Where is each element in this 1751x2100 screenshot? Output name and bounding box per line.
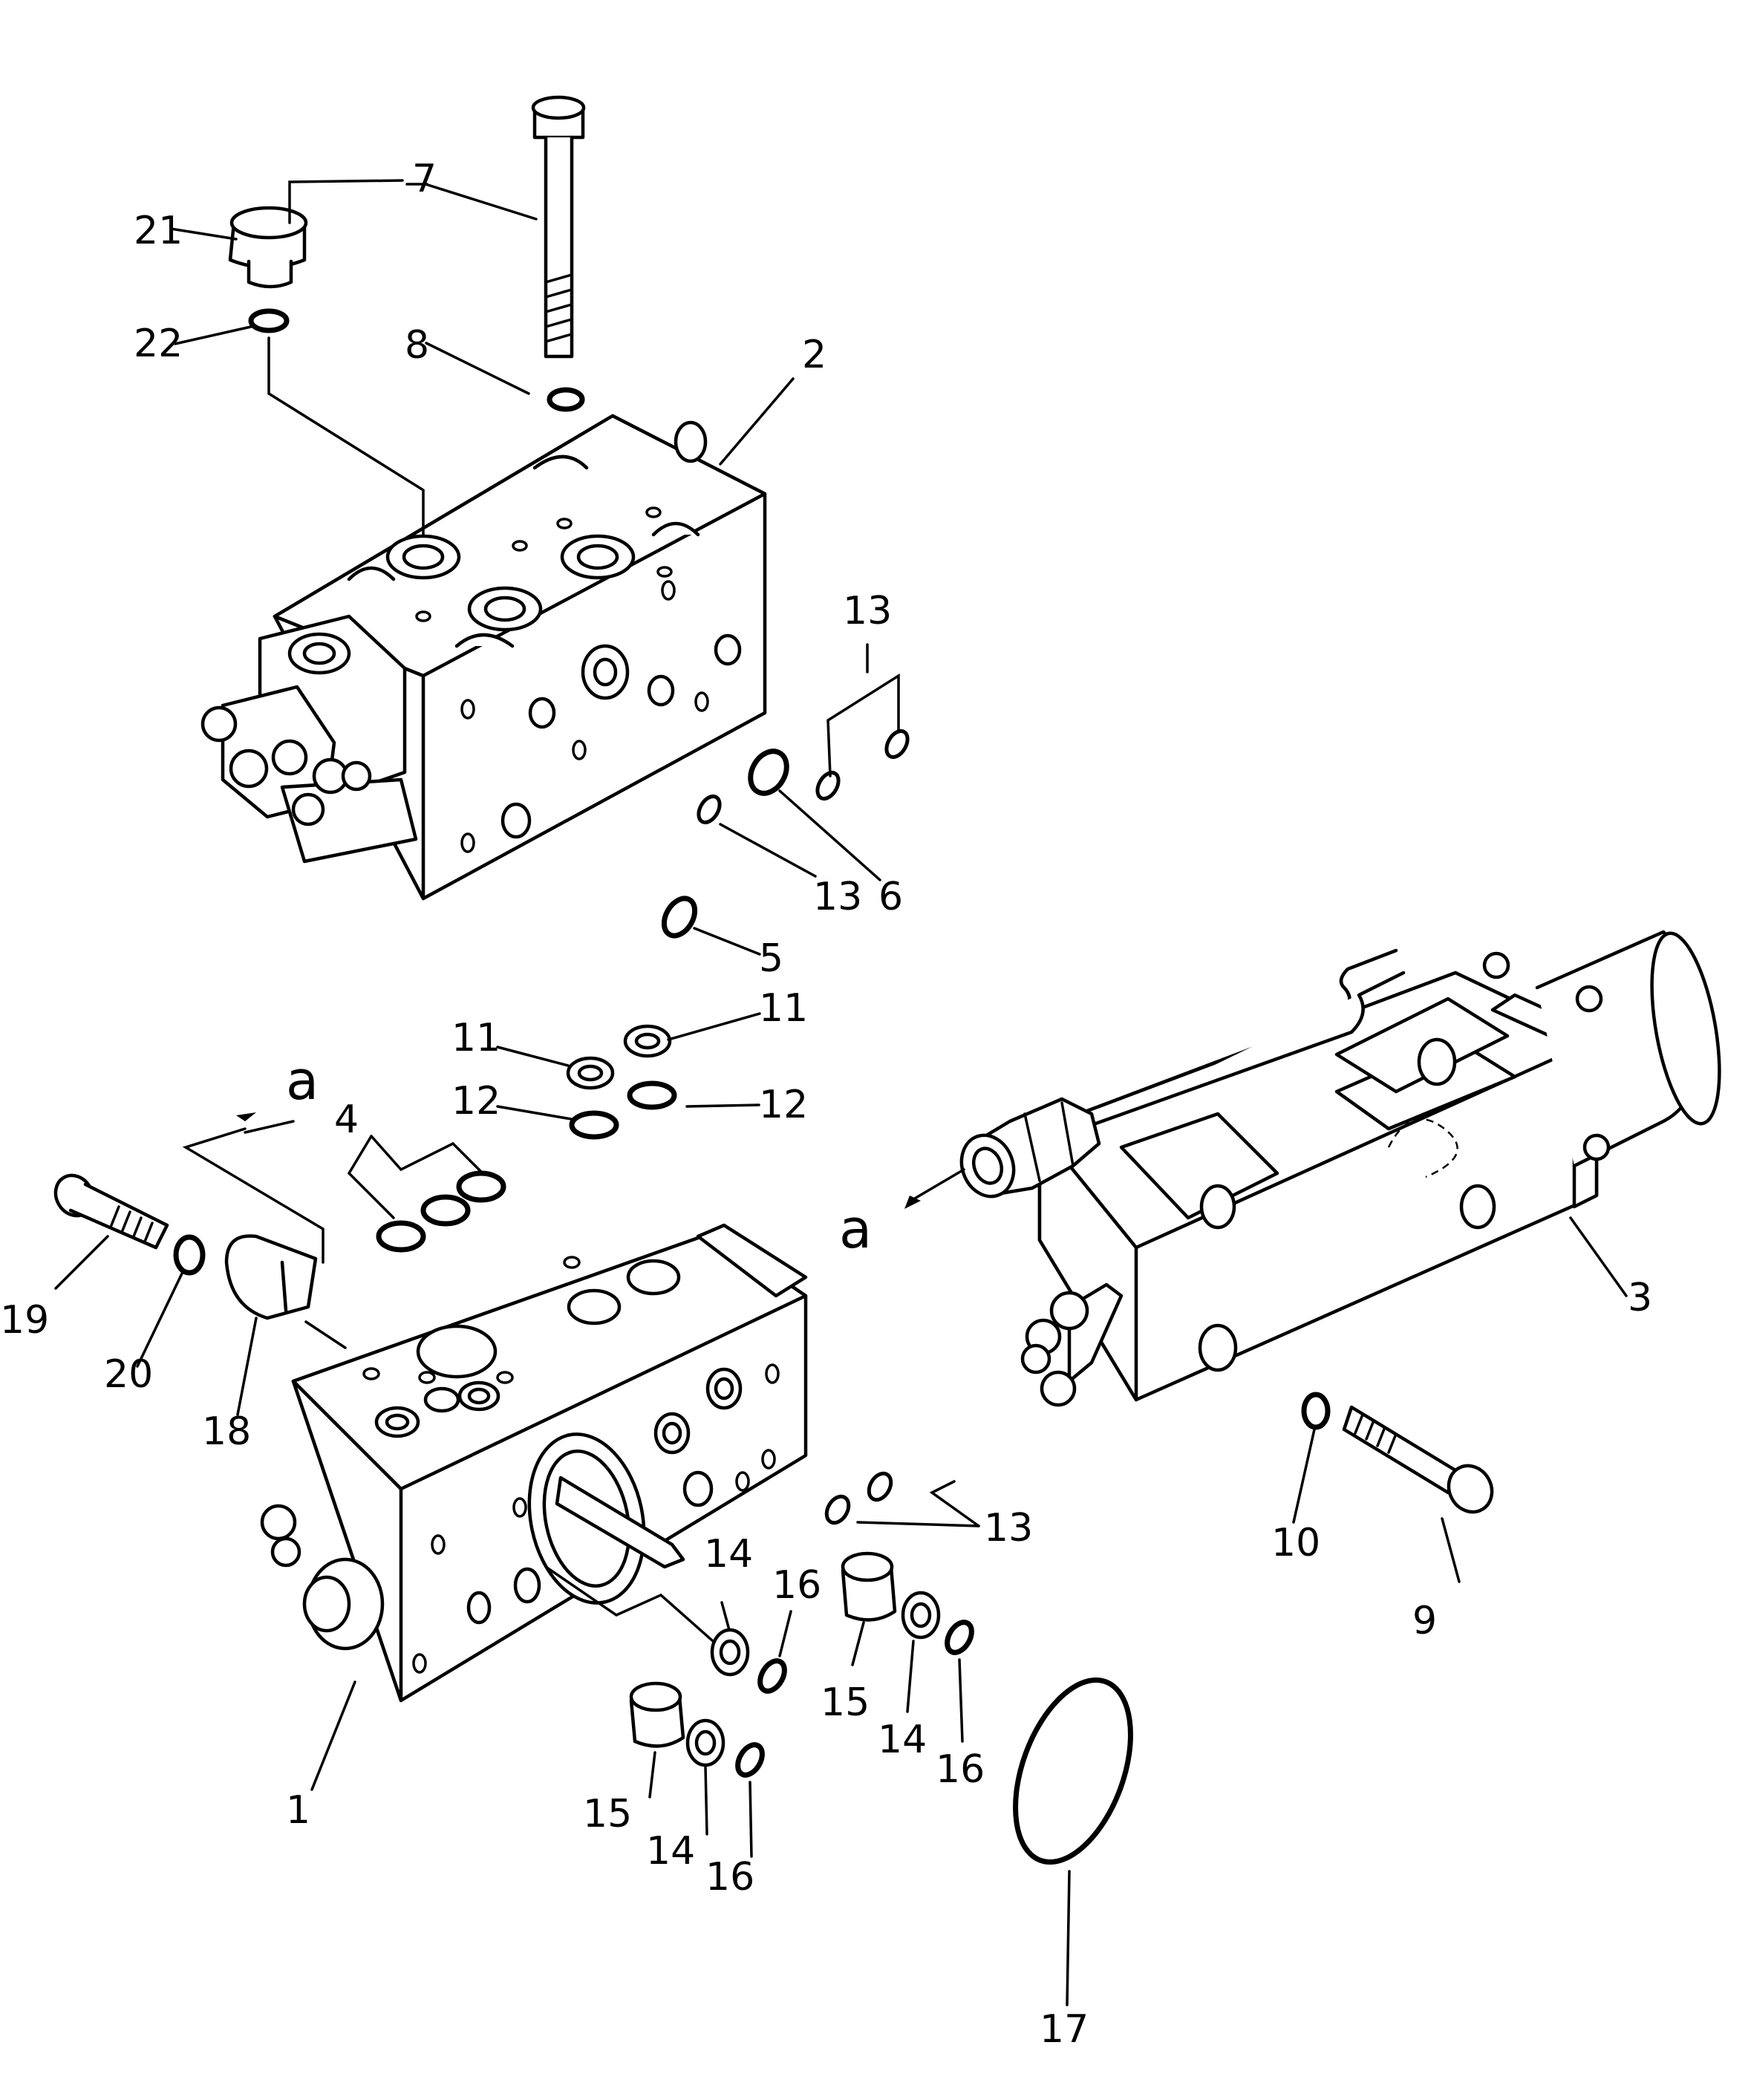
valve-block-lower (260, 1223, 808, 1703)
callout-6: 6 (878, 875, 903, 919)
bolt-19 (53, 1173, 169, 1250)
callout-2: 2 (802, 333, 826, 377)
washer-20 (173, 1234, 206, 1276)
callout-17: 17 (1040, 2007, 1089, 2052)
callout-18: 18 (202, 1409, 251, 1454)
o-ring-4-c (456, 1170, 506, 1203)
spool-15-a (841, 1551, 897, 1622)
o-ring-6 (748, 749, 789, 796)
callout-22: 22 (134, 322, 183, 366)
pipe-connector (959, 1097, 1101, 1199)
o-ring-4-a (376, 1220, 426, 1253)
bolt-9 (1342, 1405, 1494, 1514)
callout-13-lower: 13 (984, 1506, 1033, 1550)
callout-12-right: 12 (759, 1083, 808, 1127)
arrow-a-left (236, 1112, 256, 1121)
o-ring-13-lower-a (824, 1494, 851, 1525)
o-ring-13-a (815, 770, 841, 801)
ref-a-left: a (286, 1049, 319, 1112)
o-ring-12-left (569, 1110, 619, 1140)
callout-10: 10 (1271, 1521, 1320, 1565)
callout-16-a: 16 (772, 1563, 821, 1608)
callout-16-c: 16 (705, 1855, 754, 1900)
o-ring-22 (248, 308, 290, 333)
ref-a-right: a (839, 1198, 872, 1260)
bolt-7 (531, 95, 586, 359)
callout-15-a: 15 (821, 1680, 870, 1725)
clamp-18 (224, 1234, 318, 1320)
callout-labels: 7 21 22 8 2 13 6 13 5 11 11 12 12 a 4 a … (0, 157, 1652, 2052)
callout-21: 21 (134, 209, 183, 253)
callout-20: 20 (104, 1352, 153, 1397)
callout-13-upper: 13 (843, 589, 892, 633)
o-ring-16-a (757, 1658, 787, 1694)
callout-9: 9 (1412, 1599, 1437, 1643)
seal-14-b (901, 1591, 941, 1640)
callout-14-a: 14 (704, 1532, 753, 1576)
callout-14-b: 14 (878, 1718, 927, 1762)
callout-1: 1 (286, 1788, 310, 1833)
callout-3: 3 (1628, 1276, 1652, 1320)
seal-11-right (623, 1024, 672, 1058)
callout-11-left: 11 (451, 1016, 500, 1060)
seal-11-left (566, 1056, 615, 1090)
o-ring-17 (1013, 1677, 1133, 1865)
o-ring-13-mid (697, 794, 722, 825)
spool-15-b (629, 1681, 685, 1748)
o-ring-16-c (735, 1742, 765, 1778)
o-ring-13-b (884, 728, 910, 760)
callout-5: 5 (759, 936, 783, 981)
callout-8: 8 (405, 323, 429, 368)
o-ring-16-b (945, 1620, 974, 1655)
callout-12-left: 12 (451, 1079, 500, 1124)
callout-19: 19 (0, 1298, 49, 1343)
seal-14-a (710, 1628, 750, 1677)
o-ring-13-lower-b (867, 1471, 893, 1502)
callout-14-c: 14 (646, 1829, 695, 1874)
callout-15-b: 15 (583, 1792, 632, 1836)
washer-8 (547, 387, 585, 412)
o-ring-5 (661, 896, 698, 939)
callout-11-right: 11 (759, 986, 808, 1031)
actuator-assembly-3 (959, 930, 1721, 1407)
valve-block-upper (200, 414, 767, 901)
seal-14-c (685, 1718, 725, 1767)
plug-21 (228, 206, 308, 289)
washer-10 (1301, 1392, 1331, 1430)
arrow-a-right (904, 1196, 921, 1209)
o-ring-4-b (420, 1194, 471, 1227)
callout-7: 7 (412, 157, 437, 201)
callout-16-b: 16 (936, 1747, 985, 1792)
o-ring-12-right (627, 1080, 677, 1110)
callout-13-mid: 13 (813, 875, 862, 919)
leader-lines (54, 179, 1628, 2006)
callout-4: 4 (334, 1098, 359, 1142)
